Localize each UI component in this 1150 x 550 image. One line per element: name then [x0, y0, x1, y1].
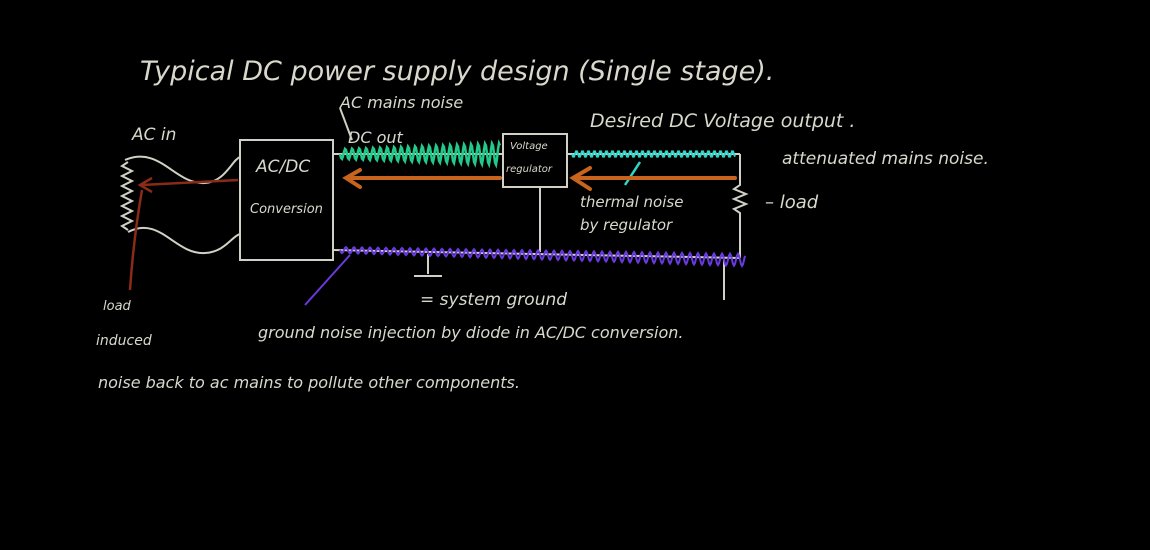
- label-load-induced-3: noise back to ac mains to pollute other …: [98, 373, 520, 392]
- label-regulator-2: regulator: [506, 164, 553, 175]
- acdc-conversion-box: [239, 139, 334, 261]
- label-dc-out: DC out: [348, 128, 404, 147]
- label-attenuated-noise: attenuated mains noise.: [782, 149, 989, 169]
- label-regulator-1: Voltage: [510, 141, 548, 152]
- label-thermal-noise-2: by regulator: [580, 216, 673, 234]
- diagram-title: Typical DC power supply design (Single s…: [140, 56, 774, 87]
- label-system-ground: = system ground: [420, 290, 567, 310]
- label-acdc-2: Conversion: [250, 202, 323, 217]
- label-ac-in: AC in: [131, 125, 176, 145]
- label-ground-noise: ground noise injection by diode in AC/DC…: [258, 323, 683, 342]
- load-noise-line: [128, 189, 144, 291]
- load-noise-arrow: [128, 176, 239, 291]
- ac-input-wave-bottom: [127, 226, 241, 255]
- ground-noise-pointer: [304, 254, 351, 306]
- label-desired-output: Desired DC Voltage output .: [590, 110, 855, 132]
- load-noise-arrowhead: [137, 176, 239, 194]
- attenuated-noise-pointer: [623, 161, 642, 186]
- label-thermal-noise-1: thermal noise: [580, 193, 683, 211]
- ac-source-coil: [119, 161, 135, 231]
- load-resistor: [723, 154, 749, 300]
- ac-input-wave-top: [124, 155, 241, 185]
- thermal-arrow-middle: [342, 168, 502, 189]
- voltage-regulator-box: [502, 133, 568, 188]
- label-load-induced-2: induced: [96, 333, 152, 349]
- pointer-arrow: [339, 107, 353, 141]
- ground-noise-wave: [339, 245, 746, 268]
- ground-symbol: [414, 254, 442, 277]
- attenuated-noise-wave: [571, 150, 736, 158]
- label-load-induced-1: load: [103, 299, 132, 314]
- thermal-arrow-right: [569, 166, 737, 191]
- label-load: – load: [765, 192, 819, 213]
- label-ac-mains-noise: AC mains noise: [339, 93, 463, 112]
- mains-noise-wave: [338, 139, 502, 169]
- label-acdc-1: AC/DC: [255, 157, 310, 177]
- thermal-noise-arrows: [342, 166, 737, 191]
